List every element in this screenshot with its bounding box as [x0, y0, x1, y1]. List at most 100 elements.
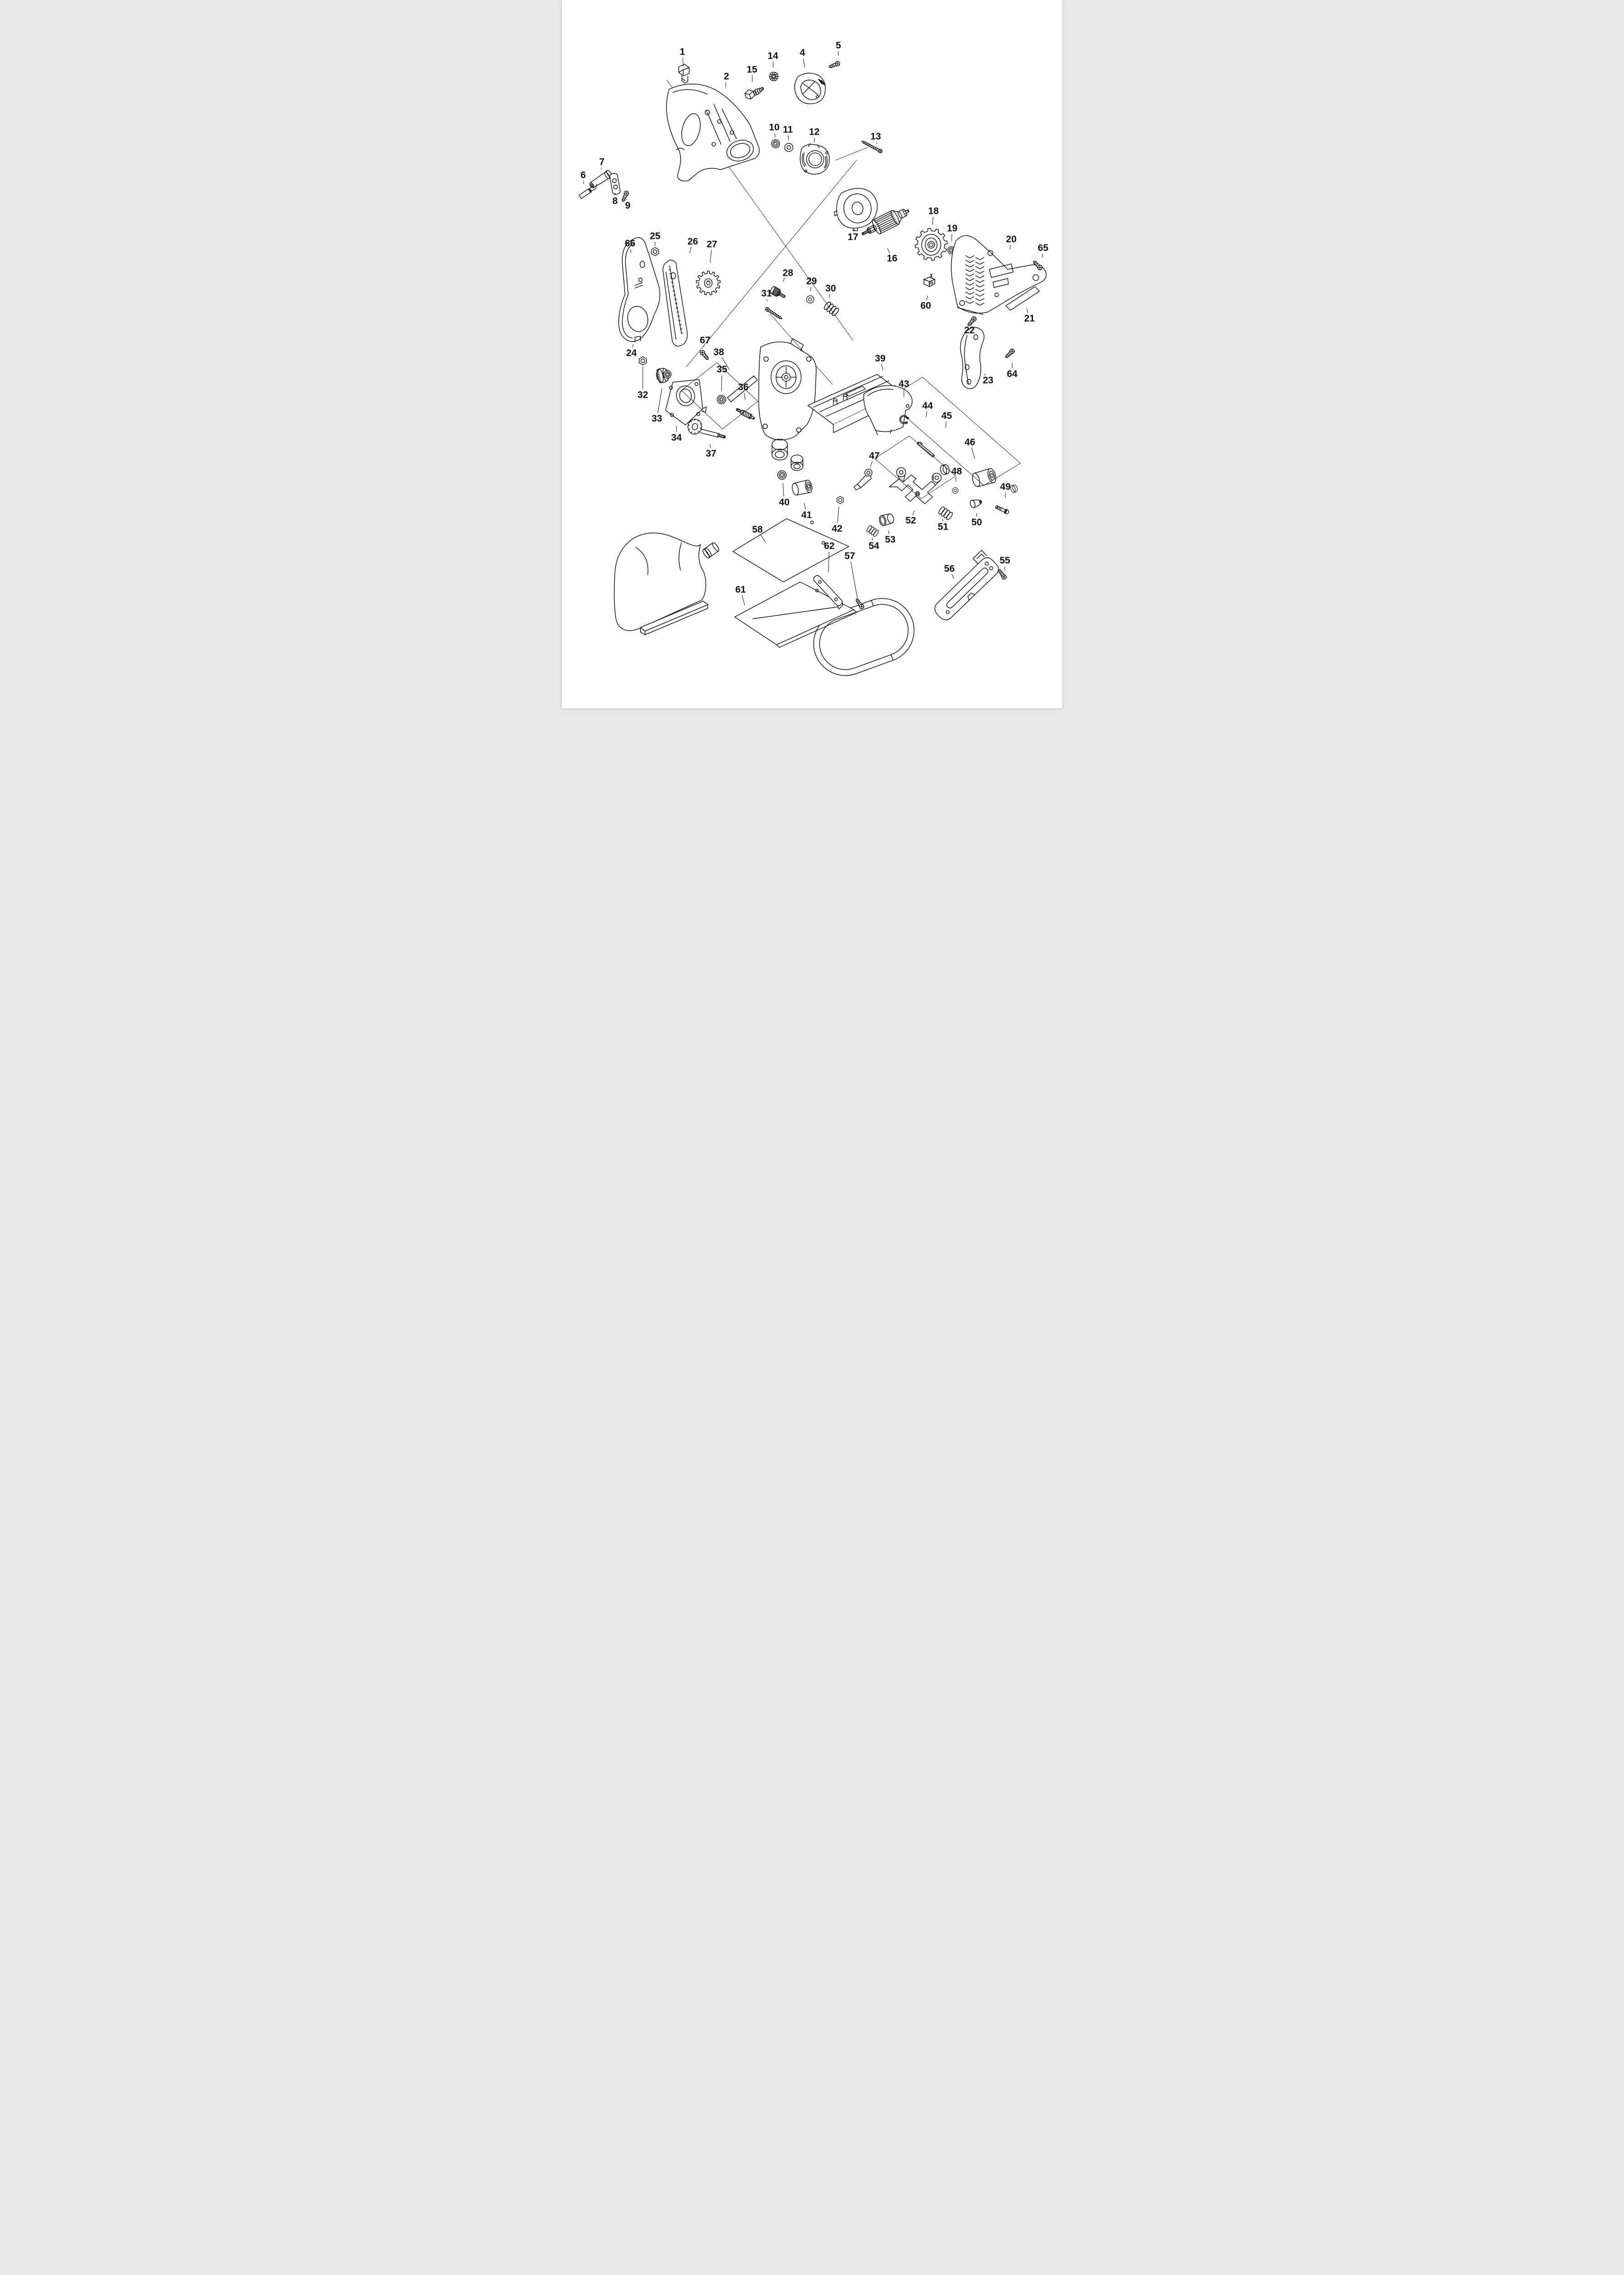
callout-54: 54 — [868, 541, 879, 551]
part-sleeve53-53 — [879, 513, 894, 526]
callout-11: 11 — [783, 125, 793, 135]
leader-16 — [887, 248, 890, 253]
callout-27: 27 — [706, 239, 717, 250]
part-field12-12 — [800, 143, 830, 175]
callout-17: 17 — [847, 232, 858, 243]
part-bearing-35 — [716, 394, 726, 404]
leader-38 — [721, 357, 730, 370]
callout-18: 18 — [928, 206, 939, 217]
leader-56 — [951, 574, 954, 579]
part-knob28-28 — [770, 286, 786, 298]
callout-60: 60 — [920, 301, 931, 311]
part-nut-25 — [651, 247, 659, 256]
callout-7: 7 — [599, 157, 605, 167]
callout-23: 23 — [983, 375, 993, 386]
leader-57 — [850, 561, 858, 599]
part-plate58-58 — [732, 518, 849, 582]
callout-29: 29 — [806, 276, 817, 287]
part-cover39-39 — [863, 385, 913, 435]
part-ringC — [1010, 485, 1018, 493]
callout-67: 67 — [700, 335, 710, 346]
part-washer-29 — [806, 295, 814, 303]
part-bearing-10 — [771, 139, 780, 148]
part-strip62-62 — [813, 575, 843, 610]
part-switch-1 — [678, 64, 690, 84]
part-bearing-40 — [777, 470, 787, 480]
callout-2: 2 — [724, 71, 729, 82]
part-cable6-6 — [579, 184, 597, 199]
guide-lines — [666, 80, 1021, 499]
part-roller-41 — [792, 480, 812, 495]
callout-22: 22 — [964, 325, 974, 336]
part-bracket52-52 — [889, 467, 942, 504]
callout-15: 15 — [746, 65, 757, 75]
callout-47: 47 — [869, 451, 879, 461]
callout-56: 56 — [944, 564, 954, 574]
part-spring-51 — [938, 506, 953, 520]
part-platePar-38 — [727, 375, 758, 402]
leader-47 — [870, 461, 873, 467]
part-screw-9 — [621, 191, 629, 202]
part-screw-22 — [968, 316, 977, 327]
callout-32: 32 — [637, 390, 648, 400]
part-handle20-20 — [951, 235, 1047, 315]
part-fan27-27 — [696, 270, 721, 295]
part-bolt49-49 — [995, 505, 1009, 515]
callout-9: 9 — [625, 201, 630, 211]
leader-62 — [828, 551, 830, 573]
part-longscrew-31 — [765, 307, 782, 319]
callout-44: 44 — [922, 401, 933, 411]
part-nut-32 — [639, 356, 647, 365]
part-gear36-36 — [736, 408, 755, 420]
leader-21 — [1026, 308, 1029, 313]
part-screw-55 — [998, 569, 1007, 580]
callout-57: 57 — [844, 551, 855, 561]
callout-66: 66 — [625, 238, 635, 249]
part-block60-60 — [923, 273, 935, 287]
callout-53: 53 — [885, 535, 895, 545]
part-beltcover24-24 — [618, 237, 661, 342]
part-lever47-47 — [853, 469, 873, 490]
leader-52 — [912, 510, 915, 516]
part-plate61-61 — [734, 581, 857, 648]
leader-27 — [710, 250, 712, 263]
part-wheel18-18 — [914, 228, 948, 261]
callout-10: 10 — [769, 122, 779, 133]
part-armature16-16 — [862, 209, 909, 236]
callout-13: 13 — [870, 131, 881, 142]
leader-61 — [741, 595, 745, 606]
part-screw-65 — [1033, 261, 1043, 270]
callout-31: 31 — [761, 288, 772, 299]
callout-21: 21 — [1024, 313, 1035, 324]
part-plate34-34 — [665, 379, 707, 425]
leader-36 — [744, 393, 746, 400]
part-plug15-15 — [744, 87, 764, 100]
callout-50: 50 — [971, 517, 982, 528]
leader-40 — [782, 483, 784, 497]
callout-8: 8 — [612, 196, 618, 207]
leader-66 — [630, 249, 631, 253]
callout-55: 55 — [999, 556, 1010, 566]
callout-45: 45 — [941, 411, 952, 421]
callout-61: 61 — [735, 585, 746, 595]
leader-28 — [782, 278, 785, 282]
part-cone50-50 — [970, 500, 982, 508]
part-platePar-21 — [1005, 286, 1040, 311]
part-plate8-8 — [609, 173, 621, 195]
leader-60 — [926, 295, 928, 300]
callout-42: 42 — [832, 524, 842, 534]
part-housing2-2 — [666, 83, 760, 182]
callout-51: 51 — [938, 522, 948, 532]
part-screw-64 — [1005, 349, 1015, 358]
part-ringC-45 — [940, 464, 950, 475]
part-screw-67 — [700, 350, 709, 360]
part-washer-11 — [784, 143, 793, 152]
callout-64: 64 — [1007, 369, 1018, 379]
callout-34: 34 — [671, 433, 682, 443]
leader-41 — [804, 503, 806, 510]
callout-26: 26 — [687, 237, 698, 247]
parts-layer — [579, 61, 1047, 676]
callout-52: 52 — [905, 516, 916, 526]
callout-6: 6 — [580, 170, 586, 181]
